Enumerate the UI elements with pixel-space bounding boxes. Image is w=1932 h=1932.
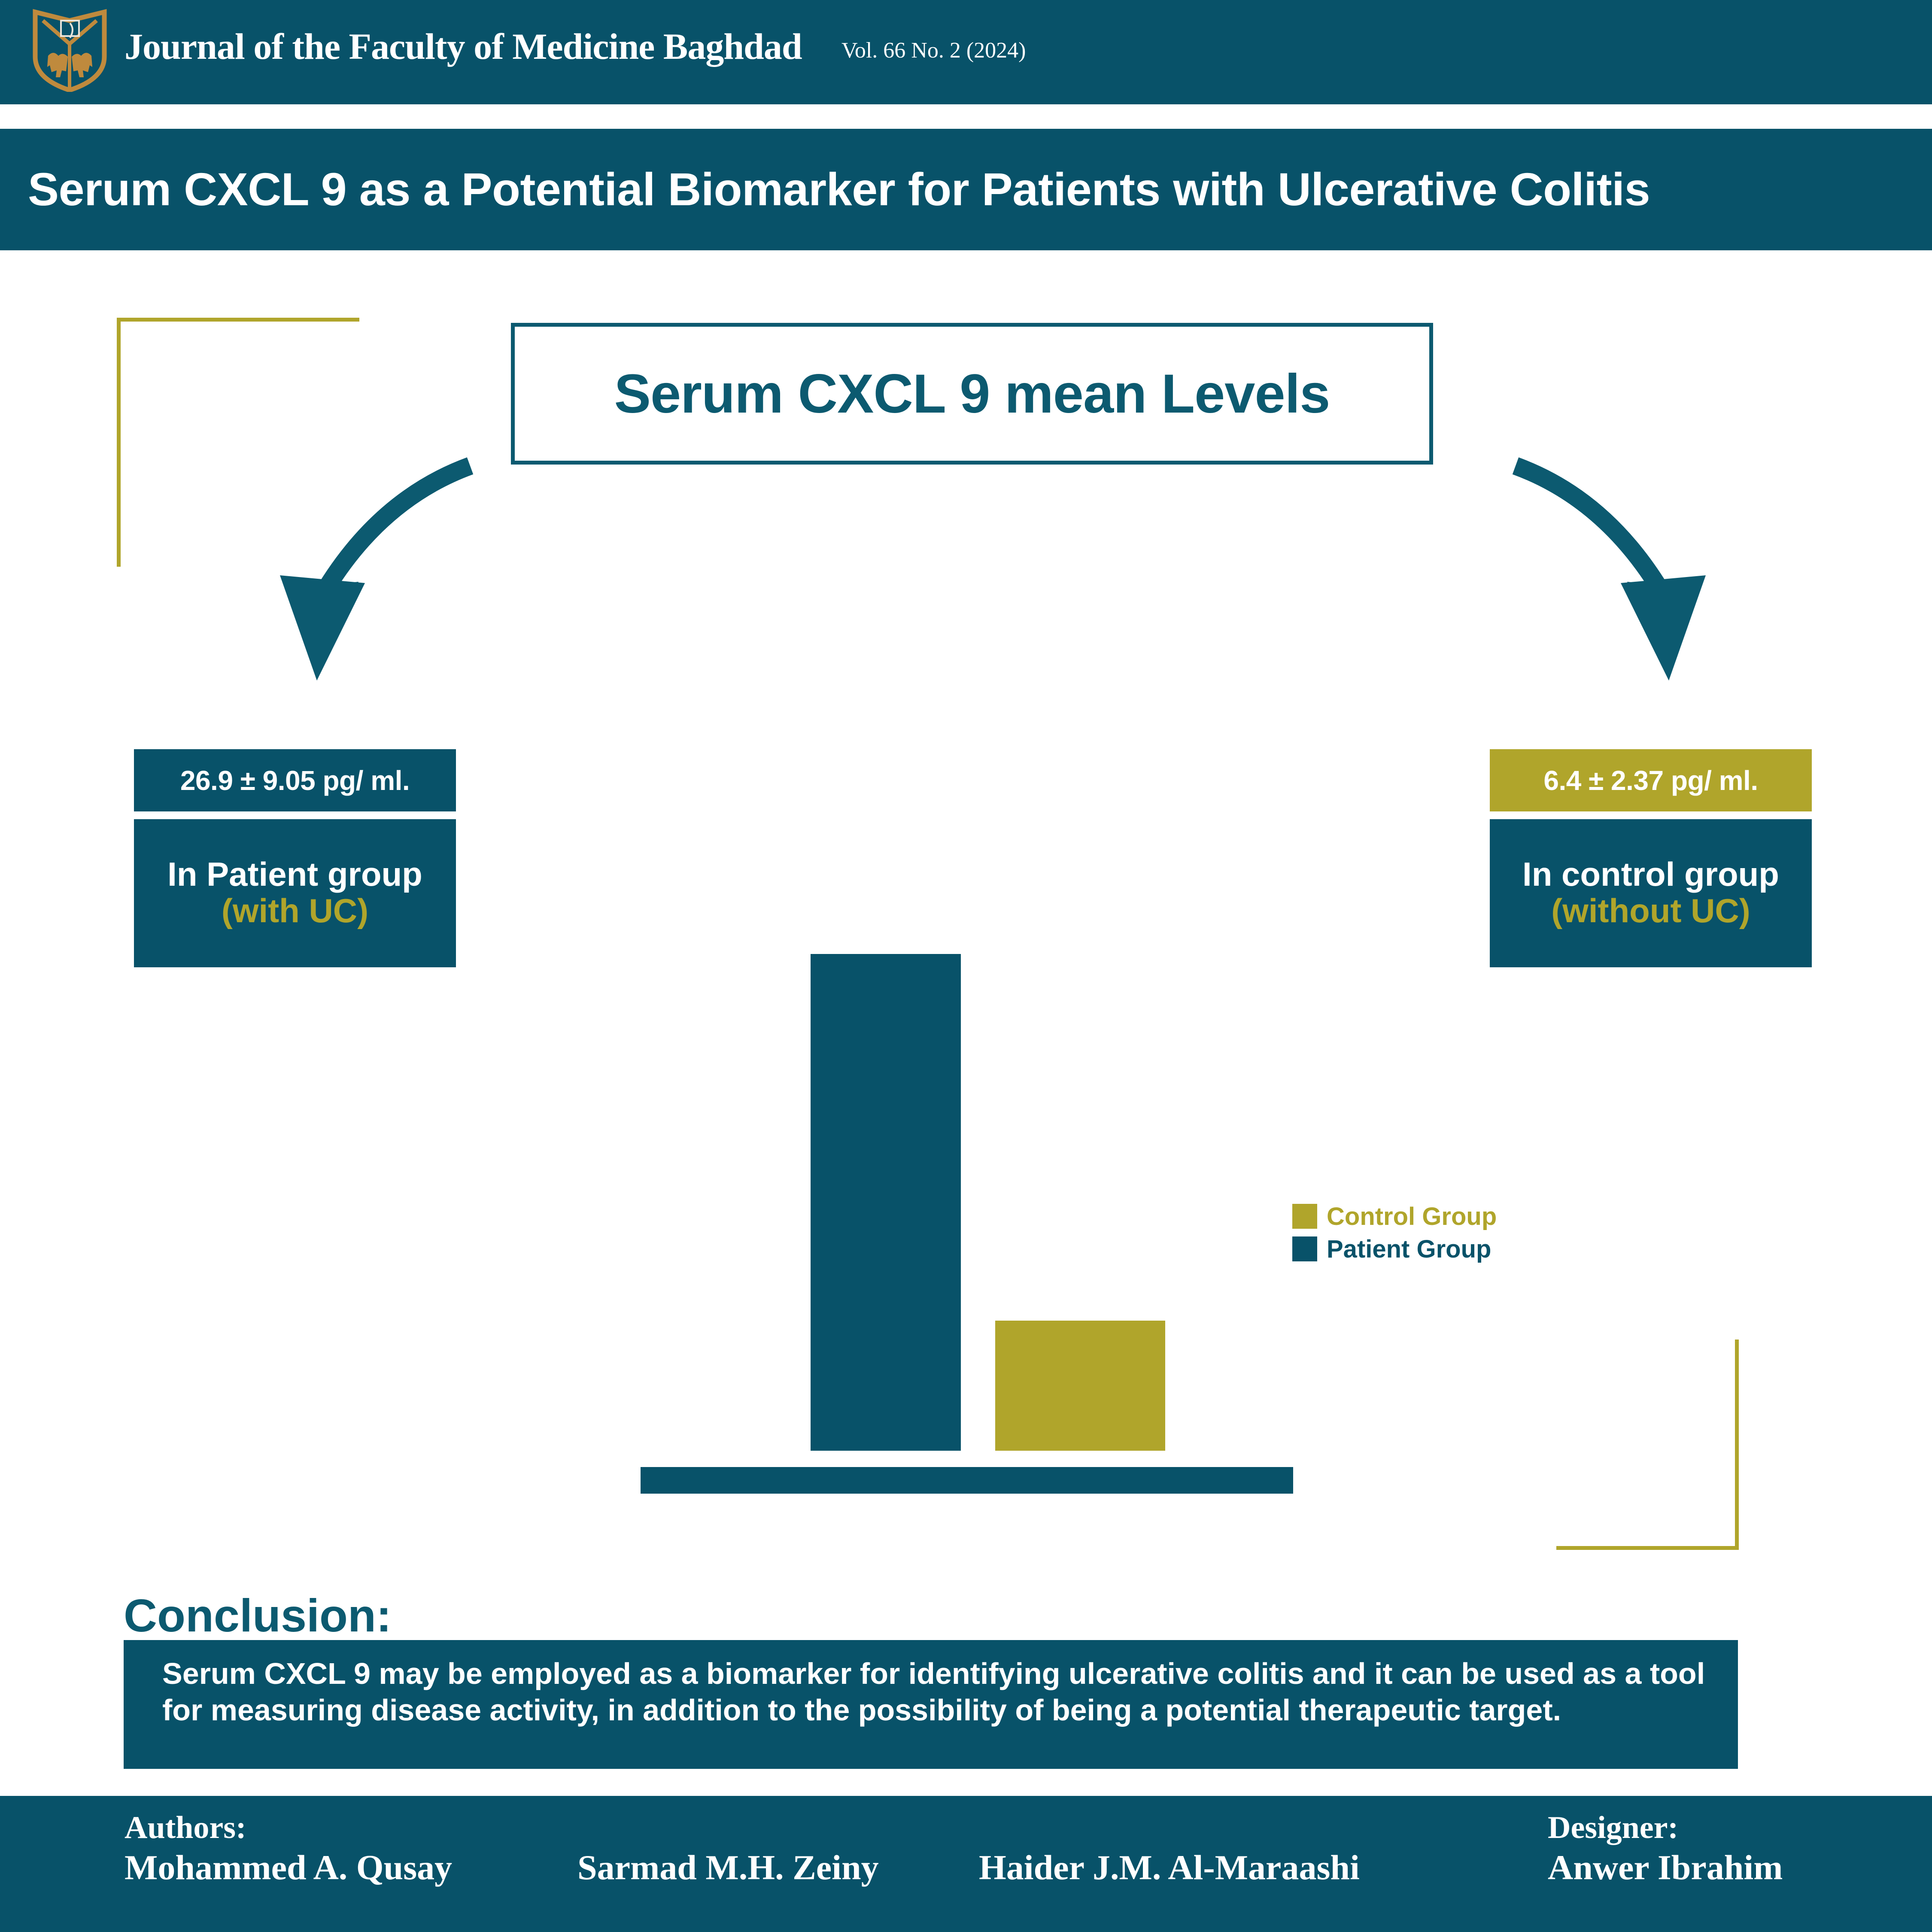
legend-item-control: Control Group: [1292, 1200, 1497, 1233]
bar-control-group: [995, 1321, 1165, 1451]
patient-group-label-line2: (with UC): [221, 891, 369, 930]
decor-bracket-top-left: [117, 318, 359, 567]
curved-arrow-down-left-icon: [280, 457, 474, 680]
authors-label: Authors:: [125, 1810, 246, 1845]
control-group-label: In control group (without UC): [1490, 819, 1812, 967]
issue-number: Vol. 66 No. 2 (2024): [841, 38, 1026, 63]
chart-baseline: [641, 1467, 1293, 1494]
chart-title-box: Serum CXCL 9 mean Levels: [511, 323, 1433, 465]
bracket-vertical-rule: [1735, 1340, 1739, 1550]
bracket-vertical-rule: [117, 318, 121, 567]
patient-mean-value: 26.9 ± 9.05 pg/ ml.: [134, 749, 456, 811]
shield-crest-icon: [33, 9, 107, 92]
page-footer: Authors: Mohammed A. Qusay Sarmad M.H. Z…: [0, 1796, 1932, 1932]
author-name-2: Sarmad M.H. Zeiny: [577, 1848, 879, 1887]
stat-group-patient: 26.9 ± 9.05 pg/ ml. In Patient group (wi…: [134, 749, 456, 967]
control-group-label-line1: In control group: [1522, 855, 1779, 893]
legend-label-patient: Patient Group: [1327, 1235, 1492, 1263]
legend-item-patient: Patient Group: [1292, 1233, 1497, 1265]
journal-title: Journal of the Faculty of Medicine Baghd…: [125, 26, 802, 67]
control-group-label-line2: (without UC): [1551, 891, 1750, 930]
article-title: Serum CXCL 9 as a Potential Biomarker fo…: [28, 163, 1650, 215]
stat-group-control: 6.4 ± 2.37 pg/ ml. In control group (wit…: [1490, 749, 1812, 967]
designer-label: Designer:: [1548, 1810, 1679, 1845]
article-title-bar: Serum CXCL 9 as a Potential Biomarker fo…: [0, 129, 1932, 250]
legend-swatch-patient: [1292, 1236, 1317, 1261]
author-name-3: Haider J.M. Al-Maraashi: [979, 1848, 1360, 1887]
legend-label-control: Control Group: [1327, 1202, 1497, 1230]
chart-legend: Control Group Patient Group: [1292, 1200, 1497, 1265]
control-mean-value: 6.4 ± 2.37 pg/ ml.: [1490, 749, 1812, 811]
chart-title: Serum CXCL 9 mean Levels: [614, 363, 1331, 425]
designer-name: Anwer Ibrahim: [1548, 1848, 1783, 1887]
page-header: Journal of the Faculty of Medicine Baghd…: [0, 0, 1932, 104]
conclusion-text: Serum CXCL 9 may be employed as a biomar…: [162, 1657, 1705, 1727]
bracket-horizontal-rule: [1556, 1546, 1739, 1550]
legend-swatch-control: [1292, 1204, 1317, 1229]
decor-bracket-bottom-right: [1556, 1340, 1739, 1550]
conclusion-box: Serum CXCL 9 may be employed as a biomar…: [124, 1640, 1738, 1769]
author-name-1: Mohammed A. Qusay: [125, 1848, 453, 1887]
conclusion-heading: Conclusion:: [124, 1589, 392, 1641]
bar-patient-group: [811, 954, 961, 1451]
curved-arrow-down-right-icon: [1512, 457, 1706, 680]
patient-group-label-line1: In Patient group: [167, 855, 422, 893]
bracket-horizontal-rule: [117, 318, 359, 322]
patient-group-label: In Patient group (with UC): [134, 819, 456, 967]
